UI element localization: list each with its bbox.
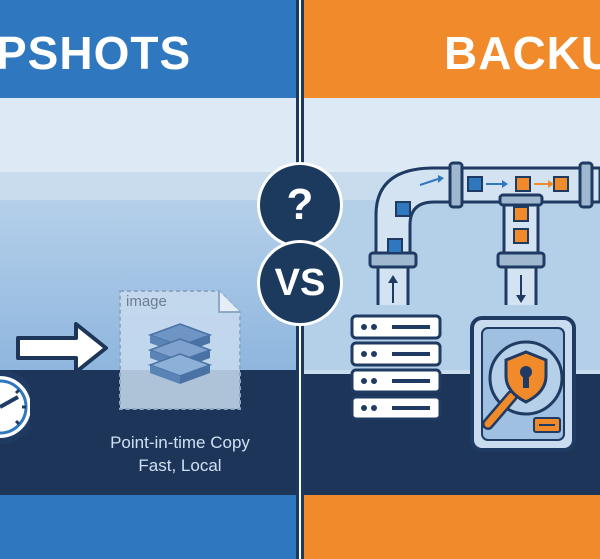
stacked-layers-icon xyxy=(147,323,213,384)
snapshots-title: PSHOTS xyxy=(0,27,192,79)
document-label: image xyxy=(126,293,167,310)
backups-header: BACKU xyxy=(304,0,600,98)
backups-panel: BACKU xyxy=(304,0,600,559)
caption-line-1: Point-in-time Copy xyxy=(110,433,250,452)
pipeline-icon xyxy=(368,161,600,305)
snapshots-header: PSHOTS xyxy=(0,0,296,98)
snapshots-footer xyxy=(0,495,296,559)
snapshots-panel: PSHOTS xyxy=(0,0,296,559)
server-rack-icon xyxy=(350,314,442,421)
versus-badge: VS xyxy=(257,240,343,326)
question-badge: ? xyxy=(257,162,343,248)
document-icon xyxy=(119,290,241,410)
shield-lock-icon xyxy=(504,350,548,404)
backups-band-light xyxy=(304,98,600,172)
hard-drive-icon xyxy=(470,316,576,452)
arrow-right-icon xyxy=(16,322,108,374)
snapshots-band-light xyxy=(0,98,296,172)
clock-icon xyxy=(0,370,30,444)
caption-line-2: Fast, Local xyxy=(138,456,222,475)
backups-title: BACKU xyxy=(444,27,600,79)
backups-footer xyxy=(304,495,600,559)
